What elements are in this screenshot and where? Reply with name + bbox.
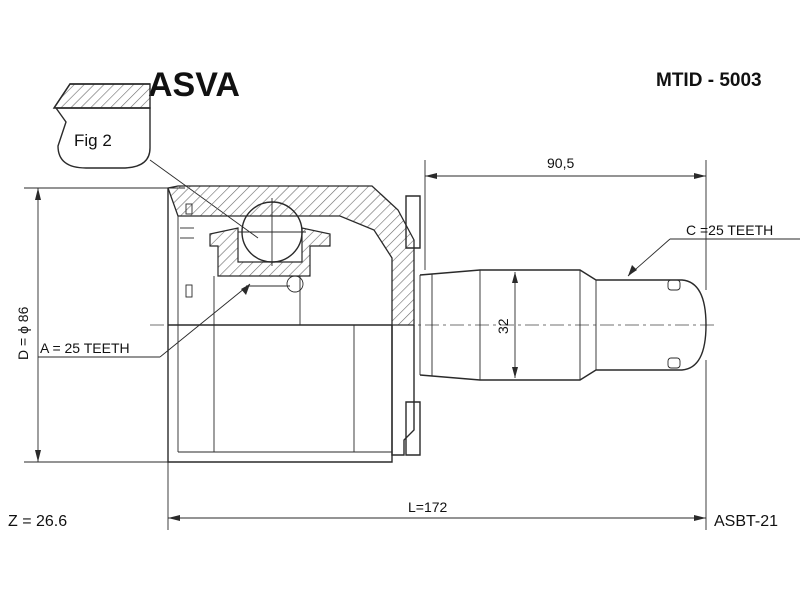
dimension-total-length: L=172 bbox=[167, 360, 707, 530]
inner-spline-callout: A = 25 TEETH bbox=[38, 283, 251, 358]
stub-shaft bbox=[419, 269, 707, 381]
dimension-outer-diameter: D = ϕ 86 bbox=[15, 187, 185, 463]
outer-diameter-label: D = ϕ 86 bbox=[15, 306, 31, 360]
stub-length-label: 90,5 bbox=[547, 155, 574, 171]
boot-code-label: ASBT-21 bbox=[714, 513, 778, 530]
part-number: MTID - 5003 bbox=[656, 70, 762, 91]
outer-spline-label: C =25 TEETH bbox=[686, 222, 773, 238]
fig-callout: Fig 2 bbox=[52, 83, 259, 239]
inner-spline-label: A = 25 TEETH bbox=[40, 340, 130, 356]
fig-label: Fig 2 bbox=[74, 131, 112, 150]
joint-housing bbox=[167, 185, 421, 463]
outer-spline-callout: C =25 TEETH bbox=[627, 222, 800, 277]
abs-teeth-label: Z = 26.6 bbox=[8, 513, 67, 530]
inner-race bbox=[209, 227, 331, 325]
total-length-label: L=172 bbox=[408, 499, 448, 515]
dimension-stub-length: 90,5 bbox=[424, 155, 707, 290]
brand-title: ASVA bbox=[148, 66, 240, 104]
roller-ball bbox=[238, 198, 306, 266]
stub-diameter-label: 32 bbox=[495, 318, 511, 334]
dimension-stub-diameter: 32 bbox=[495, 272, 518, 378]
